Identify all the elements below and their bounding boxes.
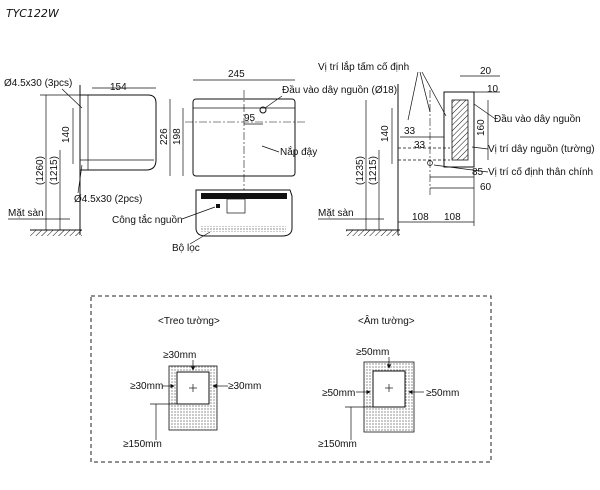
recessed-top: ≥50mm: [356, 347, 389, 358]
dim-108-left: 108: [412, 212, 429, 223]
floor-hatch-rear: [346, 230, 400, 236]
side-body: [80, 94, 157, 171]
recessed-bottom: ≥150mm: [318, 439, 357, 450]
mount-plate-label: Vị trí lắp tấm cố định: [318, 60, 409, 73]
rear-body-outline: [443, 91, 475, 168]
mount-leader-1: [407, 71, 419, 121]
dim-154: 154: [110, 82, 127, 93]
body-fix-leader: [433, 164, 489, 173]
clearance-wall-hung: <Treo tường> ≥30mm ≥30mm ≥30mm ≥150mm: [123, 316, 261, 450]
dim-140-rear: 140: [380, 125, 391, 142]
screw-top-leader: [61, 88, 83, 109]
floor-label-side: Mặt sàn: [8, 208, 44, 219]
front-power-inlet-leader: [264, 95, 283, 109]
screw-bottom-label: Ø4.5x30 (2pcs): [74, 194, 142, 205]
power-inlet-hole: [259, 106, 267, 114]
dim-60: 60: [480, 182, 492, 193]
switch-box: [226, 198, 246, 214]
dim-140-side: 140: [61, 126, 72, 143]
wall-hung-right: ≥30mm: [228, 381, 261, 392]
mount-leader-2: [419, 71, 431, 113]
wall-wire-leader: [471, 146, 489, 150]
cover-label: Nắp đậy: [280, 145, 317, 158]
dim-33-upper: 33: [404, 126, 416, 137]
wall-hung-top: ≥30mm: [163, 350, 196, 361]
dim-1260: (1260): [35, 156, 46, 185]
rear-power-inlet-leader: [473, 103, 495, 119]
recessed-left: ≥50mm: [322, 388, 355, 399]
model-title: TYC122W: [6, 7, 60, 20]
clearance-recessed: <Âm tường> ≥50mm ≥50mm ≥50mm ≥150mm: [318, 314, 459, 450]
mounting-plate: [451, 99, 469, 161]
clearance-frame: [90, 295, 492, 463]
front-power-inlet-label: Đầu vào dây nguồn (Ø18): [282, 84, 397, 96]
dim-20: 20: [480, 66, 492, 77]
wall-hung-bottom: ≥150mm: [123, 439, 162, 450]
filter-leader: [189, 231, 211, 245]
front-bottom-unit: [195, 189, 293, 237]
rear-wire-hole: [427, 160, 433, 166]
power-switch-symbol: [216, 204, 220, 208]
screw-top-label: Ø4.5x30 (3pcs): [4, 78, 72, 89]
dim-226: 226: [159, 128, 170, 145]
filter-strip: [200, 226, 286, 232]
filter-label: Bộ lọc: [172, 243, 200, 254]
dim-10: 10: [487, 84, 499, 95]
dim-95: 95: [244, 113, 256, 124]
body-fix-label: Vị trí cố định thân chính: [488, 166, 593, 178]
front-view: 245 95 226 198 Đầu vào dây nguồn (Ø18) N…: [112, 69, 397, 254]
floor-label-rear: Mặt sàn: [318, 208, 354, 219]
wall-hung-title: <Treo tường>: [158, 316, 220, 327]
recessed-right: ≥50mm: [426, 388, 459, 399]
screw-bottom-leader: [77, 164, 83, 194]
dim-33-lower: 33: [414, 140, 426, 151]
dim-1215-side: (1215): [49, 156, 60, 185]
dim-160: 160: [476, 119, 487, 136]
floor-hatch-side: [30, 230, 82, 236]
dim-1235: (1235): [355, 156, 366, 185]
rear-power-inlet-label: Đầu vào dây nguồn: [494, 113, 581, 125]
wall-wire-label: Vị trí dây nguồn (tường): [488, 143, 595, 155]
rear-view: 20 10 160 33 33 140 (1235) (1215) 85 60 …: [318, 60, 595, 236]
dim-1215-rear: (1215): [368, 156, 379, 185]
dim-85: 85: [472, 167, 484, 178]
power-switch-label: Công tắc nguồn: [112, 213, 183, 226]
dim-198: 198: [172, 128, 183, 145]
wall-hung-left: ≥30mm: [130, 381, 163, 392]
side-view: 154 Ø4.5x30 (3pcs) Ø4.5x30 (2pcs) 140 (1…: [4, 78, 157, 236]
cover-leader: [261, 145, 280, 153]
front-bottom-slot: [201, 193, 287, 199]
dim-108-right: 108: [444, 212, 461, 223]
mount-leader-3: [421, 71, 447, 117]
power-switch-leader: [181, 206, 216, 220]
recessed-title: <Âm tường>: [358, 314, 415, 327]
dim-245: 245: [228, 69, 245, 80]
